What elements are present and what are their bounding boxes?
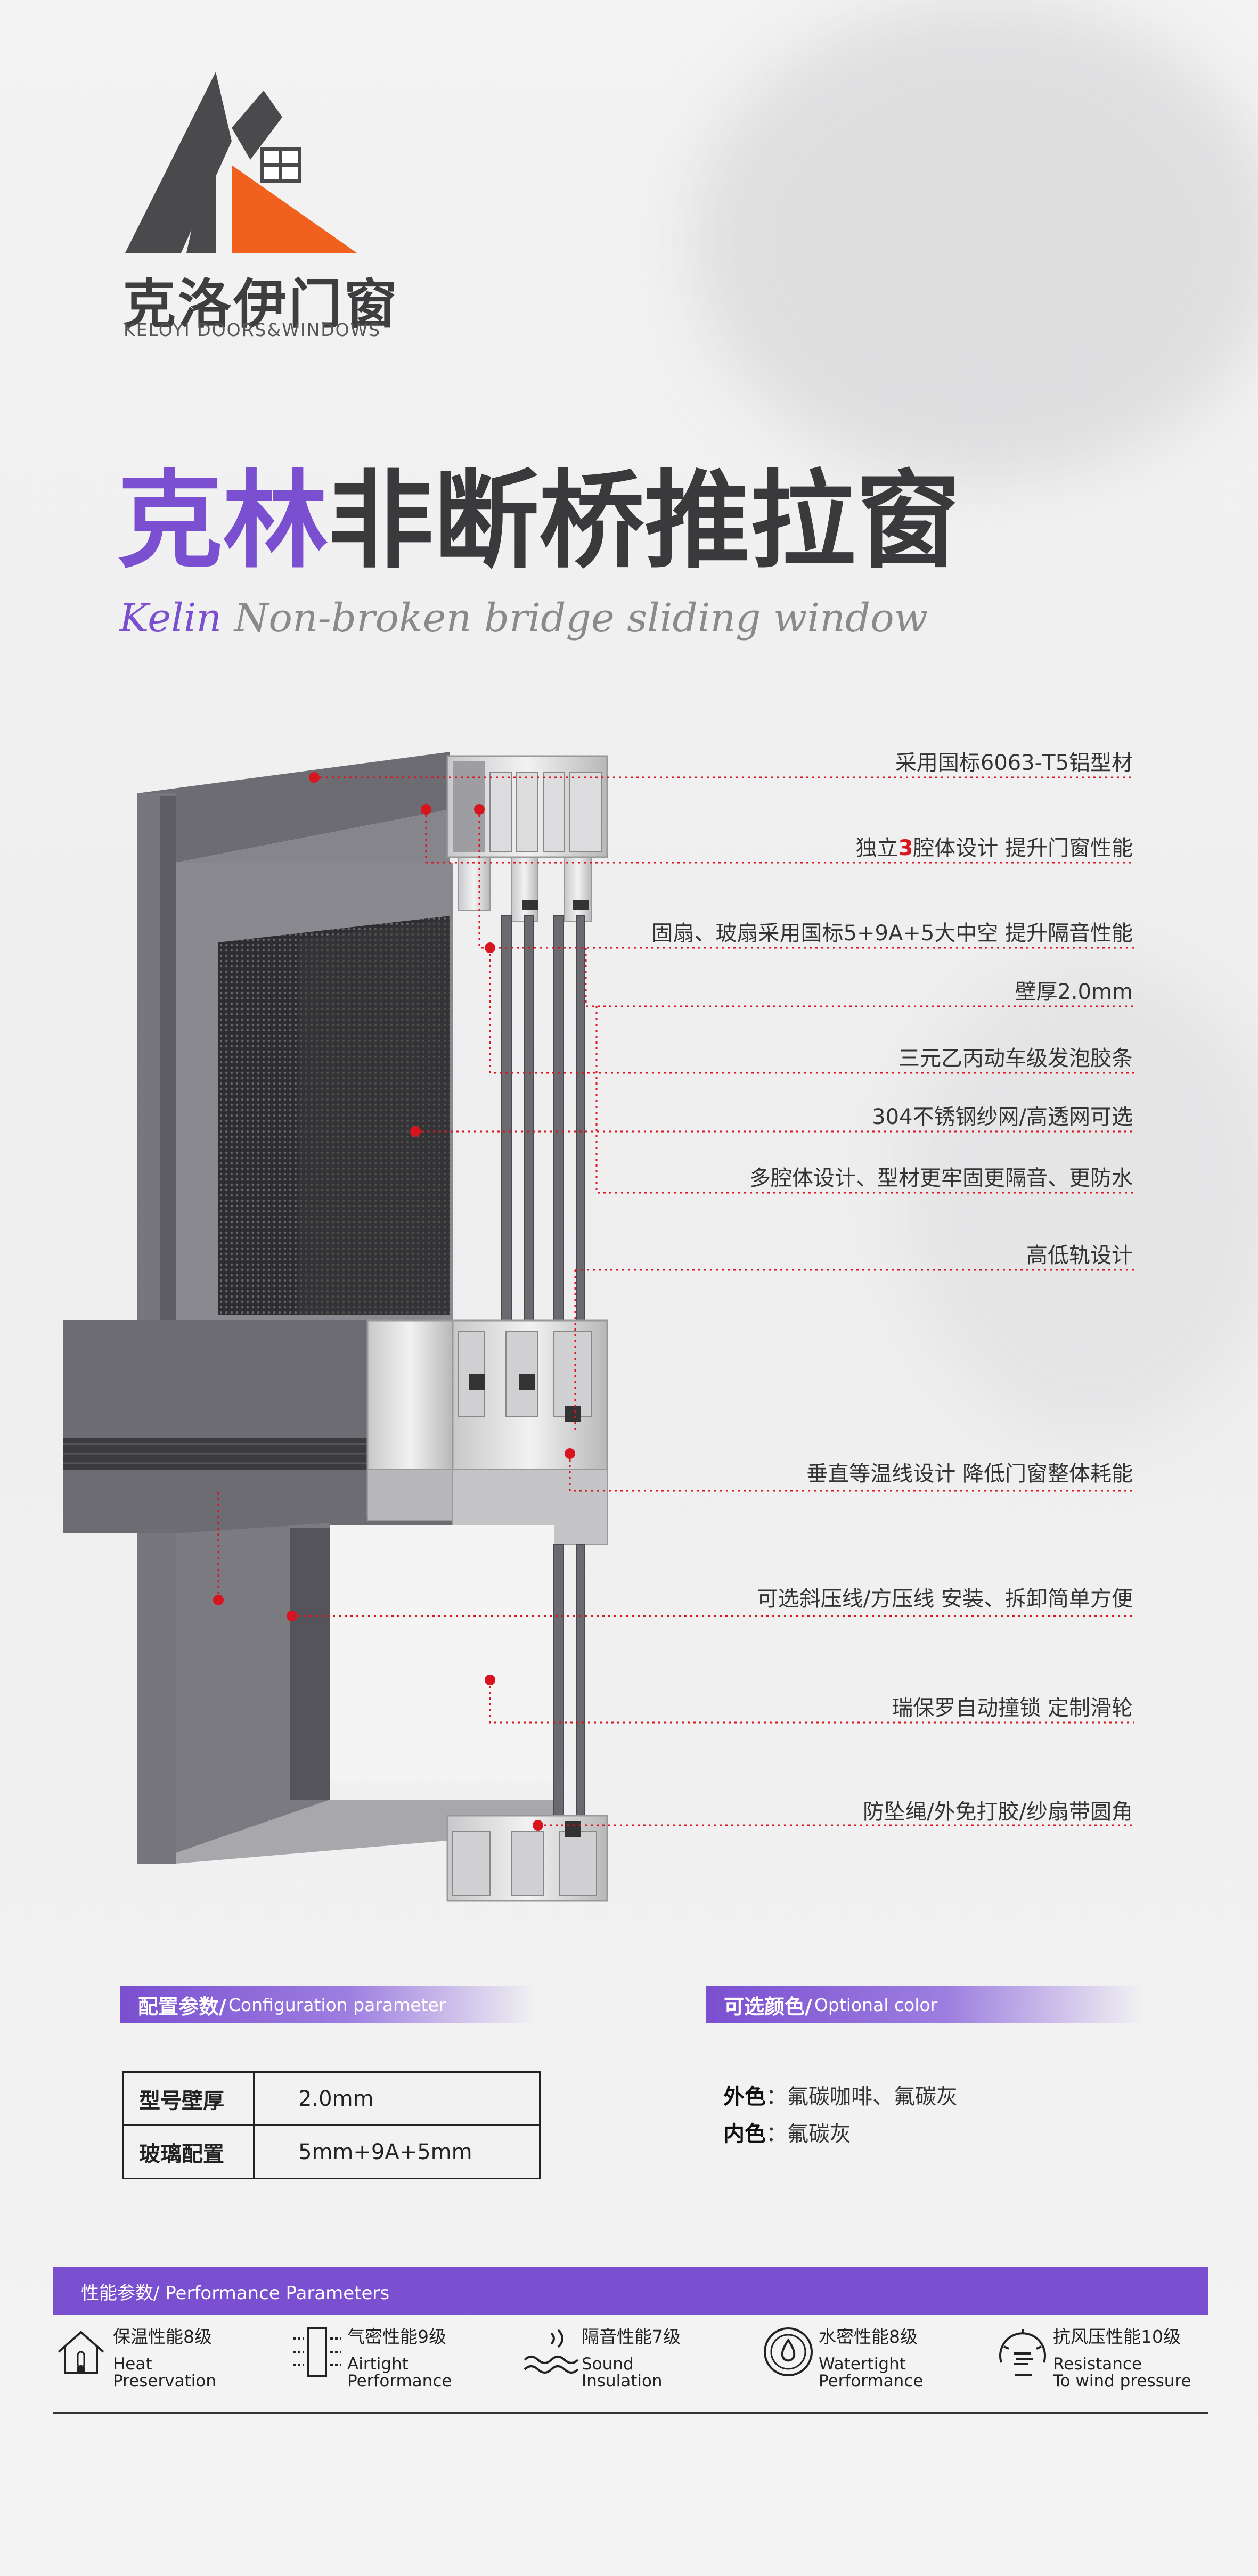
subtitle-accent: Kelin <box>119 595 222 641</box>
config-key: 型号壁厚 <box>122 2071 255 2126</box>
background-shadow <box>905 958 1258 1438</box>
performance-header: 性能参数/ Performance Parameters <box>53 2267 1208 2315</box>
perf-label-cn: 隔音性能7级 <box>582 2326 681 2347</box>
inner-color: 内色：氟碳灰 <box>723 2122 851 2146</box>
config-value: 5mm+9A+5mm <box>253 2124 541 2179</box>
callout-aluminum-profile: 采用国标6063-T5铝型材 <box>895 751 1133 775</box>
bottom-divider <box>53 2412 1208 2414</box>
perf-label-cn: 保温性能8级 <box>113 2326 212 2347</box>
brand-name-en: KELOYI DOORS&WINDOWS <box>124 319 381 340</box>
config-section-header: 配置参数/ Configuration parameter <box>120 1986 535 2023</box>
wind-gauge-icon <box>999 2329 1046 2376</box>
callout-epdm-strip: 三元乙丙动车级发泡胶条 <box>898 1046 1133 1071</box>
subtitle-rest: Non-broken bridge sliding window <box>222 595 928 641</box>
window-cross-section-illustration <box>63 752 1134 1902</box>
brand-logo <box>125 72 357 253</box>
config-table: 型号壁厚 2.0mm 玻璃配置 5mm+9A+5mm <box>122 2071 541 2179</box>
callout-cavity-design: 独立3腔体设计 提升门窗性能 <box>855 836 1133 860</box>
house-thermometer-icon <box>58 2331 104 2374</box>
perf-label-cn: 气密性能9级 <box>347 2326 446 2347</box>
color-section-header: 可选颜色/ Optional color <box>706 1986 1142 2023</box>
config-value: 2.0mm <box>253 2071 541 2126</box>
color-title-cn: 可选颜色/ <box>724 1995 812 2019</box>
callout-auto-lock: 瑞保罗自动撞锁 定制滑轮 <box>892 1696 1133 1720</box>
title-rest: 非断桥推拉窗 <box>328 460 961 583</box>
water-drop-icon <box>764 2327 813 2376</box>
callout-wall-thickness: 壁厚2.0mm <box>1015 980 1133 1004</box>
outer-color: 外色：氟碳咖啡、氟碳灰 <box>723 2085 958 2109</box>
background-shadow <box>692 0 1258 479</box>
config-title-cn: 配置参数/ <box>138 1995 226 2019</box>
perf-label-cn: 水密性能8级 <box>819 2326 918 2347</box>
callout-isotherm-design: 垂直等温线设计 降低门窗整体耗能 <box>806 1462 1133 1486</box>
sound-waves-icon <box>524 2329 579 2374</box>
airtight-seal-icon <box>293 2327 341 2377</box>
table-row: 玻璃配置 5mm+9A+5mm <box>122 2124 541 2179</box>
callout-multi-cavity: 多腔体设计、型材更牢固更隔音、更防水 <box>749 1166 1133 1191</box>
callout-high-low-rail: 高低轨设计 <box>1026 1243 1133 1268</box>
page-title: 克林非断桥推拉窗 <box>117 469 961 574</box>
callout-insulating-glass: 固扇、玻扇采用国标5+9A+5大中空 提升隔音性能 <box>651 921 1133 946</box>
callout-glazing-bead: 可选斜压线/方压线 安装、拆卸简单方便 <box>756 1587 1133 1611</box>
config-key: 玻璃配置 <box>122 2124 255 2179</box>
perf-label-cn: 抗风压性能10级 <box>1053 2326 1181 2347</box>
color-title-en: Optional color <box>814 1994 938 2015</box>
table-row: 型号壁厚 2.0mm <box>122 2071 541 2126</box>
brand-name-cn: 克洛伊门窗 <box>122 273 399 335</box>
page-subtitle: Kelin Non-broken bridge sliding window <box>119 595 928 641</box>
title-accent: 克林 <box>117 460 328 583</box>
callout-screen-mesh: 304不锈钢纱网/高透网可选 <box>872 1105 1133 1129</box>
config-title-en: Configuration parameter <box>228 1994 446 2015</box>
callout-anti-fall: 防坠绳/外免打胶/纱扇带圆角 <box>863 1800 1133 1824</box>
